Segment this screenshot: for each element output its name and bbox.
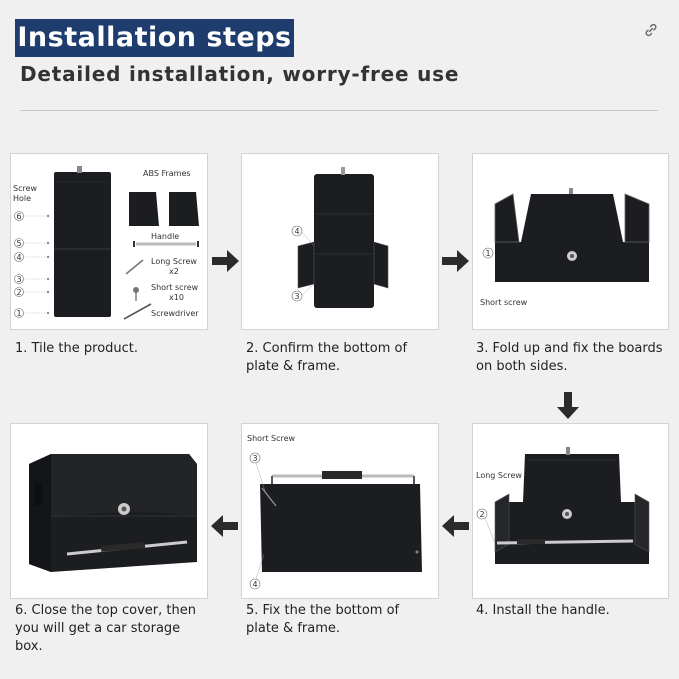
abs-frames-label: ABS Frames [143,169,191,178]
screw-hole-label-2: Hole [13,194,31,203]
short-screw-label: Short screw [480,298,528,307]
arrow-left-icon [211,515,238,537]
header-divider [20,110,658,111]
tiled-board [54,172,111,317]
step-5-caption: 5. Fix the the bottom of plate & frame. [246,603,400,636]
marker-2: 2 [16,288,21,297]
page-title: Installation steps [17,22,292,53]
step-2-caption: 2. Confirm the bottom of plate & frame. [246,341,408,374]
abs-frame-right [169,192,199,226]
marker-2: 2 [479,510,484,519]
frame-left [297,241,315,289]
step-6-panel [10,423,208,599]
arrow-left-icon [442,515,469,537]
step-1-panel: 6 5 4 3 2 1 Screw Hole ABS Frames Handle… [10,153,208,330]
step-3-illustration: 1 Short screw [480,188,650,307]
marker-3: 3 [294,292,299,301]
step-1-illustration: 6 5 4 3 2 1 Screw Hole ABS Frames Handle… [13,166,199,320]
arrow-down-icon [557,392,579,419]
step-6-caption: 6. Close the top cover, then you will ge… [15,603,196,654]
step-2-panel: 4 3 [241,153,439,330]
marker-5: 5 [16,239,21,248]
step-3-caption: 3. Fold up and fix the boards on both si… [476,341,663,374]
short-screw-icon [133,287,139,293]
step-2-illustration: 4 3 [291,167,389,308]
box-body [495,502,649,564]
back-board [521,194,623,242]
screw-hole-label: Screw [13,184,38,193]
box-bottom [260,484,422,572]
arrow-right-icon [442,250,469,272]
step-5-illustration: 3 4 Short Screw [247,434,422,590]
step-4-caption: 4. Install the handle. [476,603,610,618]
svg-text:x10: x10 [169,293,184,302]
frame-right [373,241,389,289]
front-board [495,242,649,282]
step-1-caption: 1. Tile the product. [15,341,139,356]
step-4-illustration: 2 Long Screw [476,447,650,564]
upright-cover [523,454,621,502]
long-screw-label: Long Screw [476,471,522,480]
marker-1: 1 [16,309,21,318]
page-subtitle: Detailed installation, worry-free use [20,62,460,86]
svg-text:Short screw: Short screw [151,283,199,292]
marker-1: 1 [485,249,490,258]
short-screw-label: Short Screw [247,434,296,443]
screwdriver-label: Screwdriver [151,309,199,318]
marker-4: 4 [252,580,257,589]
abs-frame-left [129,192,159,226]
link-icon[interactable] [643,22,659,38]
step-6-illustration [29,454,197,572]
marker-4: 4 [294,227,299,236]
arrow-right-icon [212,250,239,272]
marker-3: 3 [252,454,257,463]
bottom-plate [314,174,374,308]
marker-3: 3 [16,275,21,284]
svg-text:x2: x2 [169,267,179,276]
screwdriver-icon [123,303,152,320]
title-banner: Installation steps [15,19,294,57]
marker-6: 6 [16,212,21,221]
step-4-panel: 2 Long Screw [472,423,669,599]
handle-label: Handle [151,232,179,241]
marker-4: 4 [16,253,21,262]
long-screw-icon [125,259,144,275]
side-board-left [494,193,520,243]
svg-text:Long Screw: Long Screw [151,257,197,266]
side-board-right [624,193,650,243]
step-3-panel: 1 Short screw [472,153,669,330]
step-5-panel: 3 4 Short Screw [241,423,439,599]
